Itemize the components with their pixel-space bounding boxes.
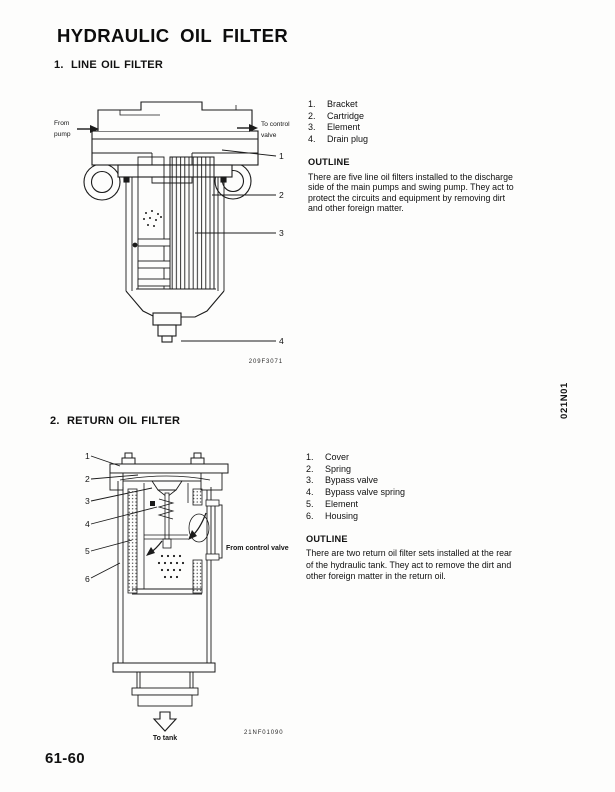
figure1-code: 209F3071 [249,359,283,365]
section1-parts-list: 1.Bracket 2.Cartridge 3.Element 4.Drain … [308,99,368,146]
list-item: 6.Housing [306,510,359,521]
arrow-right-icon [237,124,258,132]
list-item: 1.Cover [306,452,350,462]
leader-line-2 [90,474,139,480]
leader-line-3 [90,487,153,502]
page-title: HYDRAULIC OIL FILTER [57,25,289,46]
return-oil-filter-figure: 1 2 3 4 5 6 From control valve To tank 2… [85,451,289,742]
callout-1: 1 [279,151,284,161]
arrow-right-icon [77,125,99,133]
callout-1: 1 [85,451,90,461]
list-item: 3.Element [308,122,361,133]
callout-3: 3 [85,496,90,506]
section1-outline-text: There are five line oil filters installe… [308,172,514,214]
leader-line-5 [90,539,133,552]
down-arrow-icon [152,711,178,732]
leader-line-1 [221,149,277,157]
flow-arrow-icon [146,540,163,556]
list-item: 3.Bypass valve [306,475,379,486]
to-control-valve-label-line2: valve [261,132,277,139]
leader-line-1 [90,455,121,467]
callout-2: 2 [85,474,90,484]
list-item: 5.Element [306,498,359,509]
flow-arrow-icon [188,512,207,540]
from-pump-label-line1: From [54,120,70,127]
list-item: 2.Cartridge [308,110,365,121]
to-tank-label: To tank [153,735,177,742]
section2-heading-label: RETURN OIL FILTER [67,415,181,427]
from-pump-label-line2: pump [54,131,71,138]
section2-outline-text: There are two return oil filter sets ins… [306,548,512,581]
section1-heading: 1. LINE OIL FILTER [54,59,163,71]
form-code-vertical: 021N01 [558,381,570,419]
leader-line-6 [90,562,121,579]
page-number: 61-60 [45,750,85,767]
section2-outline-heading: OUTLINE [306,534,348,544]
callout-6: 6 [85,574,90,584]
section2-heading: 2. RETURN OIL FILTER [50,415,180,427]
list-item: 2.Spring [306,463,352,474]
leader-line-4 [90,506,158,525]
perforation-dots [157,554,185,579]
callout-3: 3 [279,228,284,238]
section1-heading-label: LINE OIL FILTER [71,59,163,71]
figure2-code: 21NF01090 [244,730,283,736]
callout-2: 2 [279,190,284,200]
to-control-valve-label-line1: To control [261,121,290,128]
callout-4: 4 [85,519,90,529]
callout-4: 4 [279,336,284,346]
section2-parts-list: 1.Cover 2.Spring 3.Bypass valve 4.Bypass… [306,452,405,522]
bypass-spring-line [157,498,175,520]
section2-number: 2. [50,415,60,427]
list-item: 4.Drain plug [308,134,369,145]
line-oil-filter-figure: From pump To control valve 1 2 3 4 209F3… [54,101,290,365]
section1-number: 1. [54,59,64,71]
callout-5: 5 [85,546,90,556]
list-item: 1.Bracket [308,99,358,109]
list-item: 4.Bypass valve spring [306,487,406,498]
perforation-dots [143,210,162,227]
spring-line [119,475,211,481]
section1-outline-heading: OUTLINE [308,157,350,167]
from-control-valve-label: From control valve [226,545,289,552]
